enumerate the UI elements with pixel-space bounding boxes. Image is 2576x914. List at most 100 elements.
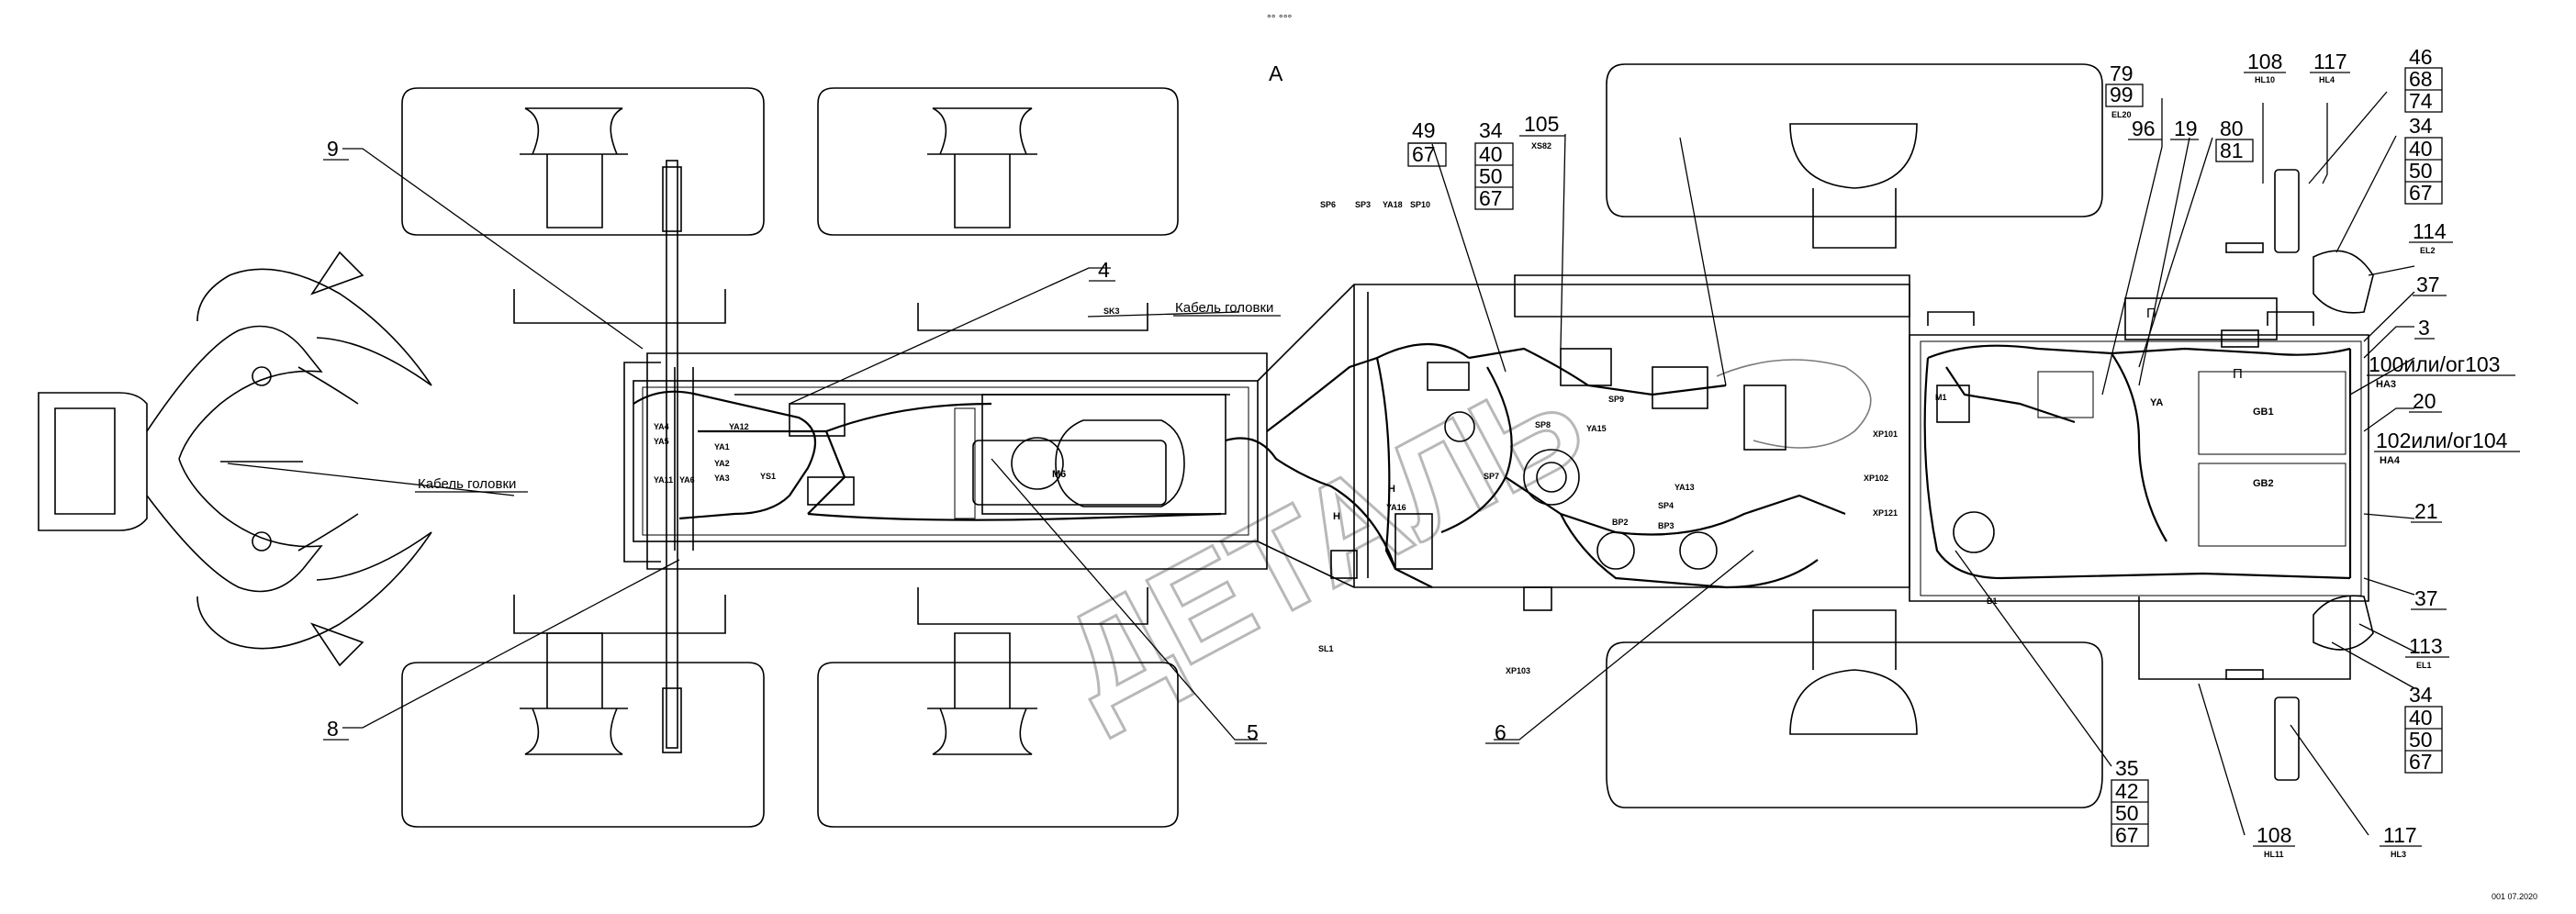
callout-40a: 40 <box>1479 142 1503 166</box>
callout-40c: 40 <box>2409 706 2433 730</box>
callout-34c: 34 <box>2409 683 2433 707</box>
callout-108a: 108 <box>2247 50 2282 73</box>
view-label-a: A <box>1269 61 1283 85</box>
callout-34b: 34 <box>2409 114 2433 138</box>
callout-50d: 50 <box>2115 801 2139 825</box>
callout-74: 74 <box>2409 89 2433 113</box>
callout-5: 5 <box>1247 720 1259 744</box>
callout-117a: 117 <box>2313 50 2347 73</box>
callout-34a: 34 <box>1479 118 1503 142</box>
label-ya16: YA16 <box>1386 503 1406 512</box>
chassis-frame <box>513 160 2369 753</box>
label-xp102: XP102 <box>1864 474 1888 483</box>
callout-67d: 67 <box>2409 750 2433 774</box>
label-h1: H <box>1333 511 1340 522</box>
cable-labels: Кабель головки Кабель головки <box>415 300 1281 493</box>
label-sp6: SP6 <box>1320 200 1336 209</box>
callout-4: 4 <box>1098 258 1110 282</box>
label-sp3: SP3 <box>1355 200 1371 209</box>
label-ya18: YA18 <box>1383 200 1403 209</box>
label-bp3: BP3 <box>1658 521 1674 530</box>
callout-19: 19 <box>2174 117 2198 140</box>
callout-37a: 37 <box>2416 273 2440 296</box>
wheels <box>401 63 2103 828</box>
label-ha3: HA3 <box>2376 379 2396 390</box>
label-sp9: SP9 <box>1608 395 1624 404</box>
callout-99: 99 <box>2110 83 2134 106</box>
leader-lines <box>227 91 2415 836</box>
label-hl3: HL3 <box>2391 850 2406 859</box>
label-ya5: YA5 <box>654 437 669 446</box>
label-sp7: SP7 <box>1484 472 1499 481</box>
label-el1: EL1 <box>2416 661 2432 670</box>
callout-105: 105 <box>1524 112 1559 136</box>
callout-21: 21 <box>2414 499 2438 523</box>
label-el2: EL2 <box>2420 246 2436 255</box>
label-ya1: YA1 <box>714 442 730 451</box>
callout-35: 35 <box>2115 756 2139 780</box>
label-ya6: YA6 <box>679 475 695 485</box>
label-el20: EL20 <box>2111 110 2132 119</box>
callout-20: 20 <box>2413 389 2436 413</box>
callout-79: 79 <box>2110 61 2134 85</box>
callout-108b: 108 <box>2257 823 2291 847</box>
label-ya12: YA12 <box>729 422 749 431</box>
label-p2: П <box>2233 366 2243 382</box>
label-xp101: XP101 <box>1873 429 1898 439</box>
callout-50c: 50 <box>2409 728 2433 752</box>
callout-81: 81 <box>2220 139 2244 162</box>
label-m6: M6 <box>1052 469 1066 480</box>
callout-6: 6 <box>1495 720 1506 744</box>
label-gb2: GB2 <box>2253 478 2274 489</box>
label-ya3: YA3 <box>714 474 730 483</box>
callout-3: 3 <box>2418 316 2430 340</box>
label-ya11: YA11 <box>654 475 673 485</box>
callout-80: 80 <box>2220 117 2244 140</box>
callout-50a: 50 <box>1479 164 1503 188</box>
callout-117b: 117 <box>2383 823 2417 847</box>
label-sp10: SP10 <box>1410 200 1430 209</box>
label-sl1: SL1 <box>1318 644 1334 653</box>
label-ya4: YA4 <box>654 422 669 431</box>
top-mark: °° °°° <box>1267 12 1293 25</box>
callout-9: 9 <box>327 137 339 161</box>
label-ya: YA <box>2150 397 2163 408</box>
callout-67e: 67 <box>2115 823 2139 847</box>
wiring-harness <box>633 329 2352 611</box>
label-b1: B1 <box>1987 596 1998 606</box>
label-h2: H <box>1388 484 1395 495</box>
callout-113: 113 <box>2409 634 2443 658</box>
callout-100: 100или/ог103 <box>2369 352 2500 376</box>
callout-42: 42 <box>2115 779 2139 803</box>
label-hl11: HL11 <box>2264 850 2284 859</box>
callout-8: 8 <box>327 717 339 741</box>
head-cable-label-left: Кабель головки <box>418 476 516 492</box>
doc-code: 001 07.2020 <box>2492 892 2537 901</box>
label-m1: M1 <box>1935 393 1947 402</box>
label-xp121: XP121 <box>1873 508 1898 518</box>
label-ha4: HA4 <box>2380 455 2401 466</box>
head-cable-label-top: Кабель головки <box>1175 300 1273 316</box>
label-hl10: HL10 <box>2255 75 2275 84</box>
label-xs82: XS82 <box>1531 141 1551 150</box>
callout-114: 114 <box>2413 219 2447 243</box>
label-sk3: SK3 <box>1103 307 1120 316</box>
callout-68: 68 <box>2409 67 2433 91</box>
lights <box>2225 169 2374 781</box>
callout-67a: 67 <box>1412 142 1436 166</box>
label-sp8: SP8 <box>1535 420 1551 429</box>
label-p1: П <box>2146 306 2156 321</box>
callout-96: 96 <box>2132 117 2156 140</box>
callout-49: 49 <box>1412 118 1436 142</box>
label-ya2: YA2 <box>714 459 730 468</box>
grab-head <box>38 251 432 667</box>
component-labels: SP6 SP3 YA18 SP10 SK3 M6 YA4 YA5 YA1 YA1… <box>654 200 2274 675</box>
label-sp4: SP4 <box>1658 501 1674 510</box>
label-hl4: HL4 <box>2319 75 2335 84</box>
label-bp2: BP2 <box>1612 518 1629 527</box>
label-ya15: YA15 <box>1586 424 1607 433</box>
callout-40b: 40 <box>2409 137 2433 161</box>
callout-50b: 50 <box>2409 159 2433 183</box>
